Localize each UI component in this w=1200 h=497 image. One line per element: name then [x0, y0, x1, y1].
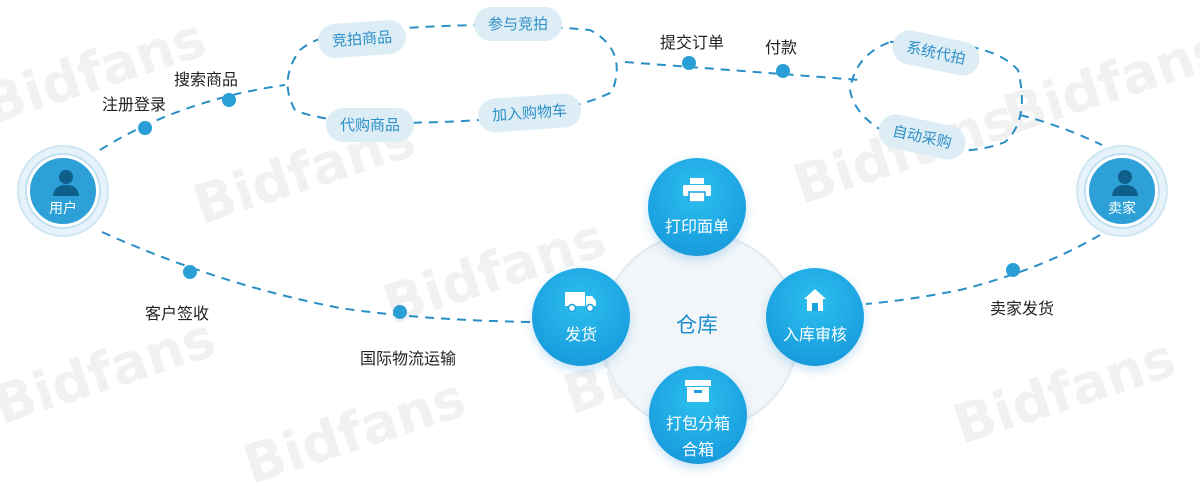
truck-icon [565, 292, 596, 313]
label-payment: 付款 [765, 38, 798, 57]
node-label: 打包分箱 [665, 414, 730, 433]
node-print-label[interactable]: 打印面单 [648, 158, 746, 256]
node-label: 入库审核 [782, 325, 847, 344]
label-search-goods: 搜索商品 [174, 70, 239, 89]
seller-actor[interactable]: 卖家 [1076, 145, 1168, 237]
step-dot [682, 56, 696, 70]
step-dot [776, 64, 790, 78]
user-actor[interactable]: 用户 [17, 145, 109, 237]
step-dot [1006, 263, 1020, 277]
pill-proxy-goods[interactable]: 代购商品 [326, 108, 415, 142]
user-icon [1112, 170, 1138, 196]
label-intl-logistics: 国际物流运输 [360, 349, 457, 368]
node-inbound-review[interactable]: 入库审核 [766, 268, 864, 366]
pill-join-auction[interactable]: 参与竞拍 [474, 7, 563, 41]
step-dot [138, 121, 152, 135]
label-seller-ship: 卖家发货 [990, 299, 1055, 318]
actor-name: 卖家 [1108, 201, 1136, 217]
pill-add-to-cart[interactable]: 加入购物车 [476, 92, 583, 134]
node-pack-box[interactable]: 打包分箱 合箱 [649, 366, 747, 464]
step-dot [393, 305, 407, 319]
home-icon [804, 289, 826, 311]
label-customer-sign: 客户签收 [145, 304, 210, 323]
label-submit-order: 提交订单 [660, 33, 725, 52]
user-icon [53, 170, 79, 196]
printer-icon [683, 178, 711, 203]
actor-core: 卖家 [1086, 155, 1158, 227]
label-register-login: 注册登录 [102, 95, 167, 114]
warehouse-title: 仓库 [676, 313, 718, 337]
pill-auction-goods[interactable]: 竞拍商品 [316, 18, 408, 60]
step-dot [183, 265, 197, 279]
node-label: 打印面单 [664, 217, 729, 236]
box-icon [685, 380, 711, 402]
actor-core: 用户 [27, 155, 99, 227]
node-ship[interactable]: 发货 [532, 268, 630, 366]
actor-name: 用户 [49, 201, 77, 217]
flow-diagram: Bidfans Bidfans Bidfans Bidfans Bidfans … [0, 6, 1200, 497]
node-label: 合箱 [681, 440, 714, 459]
node-label: 发货 [564, 325, 597, 344]
step-dot [222, 93, 236, 107]
